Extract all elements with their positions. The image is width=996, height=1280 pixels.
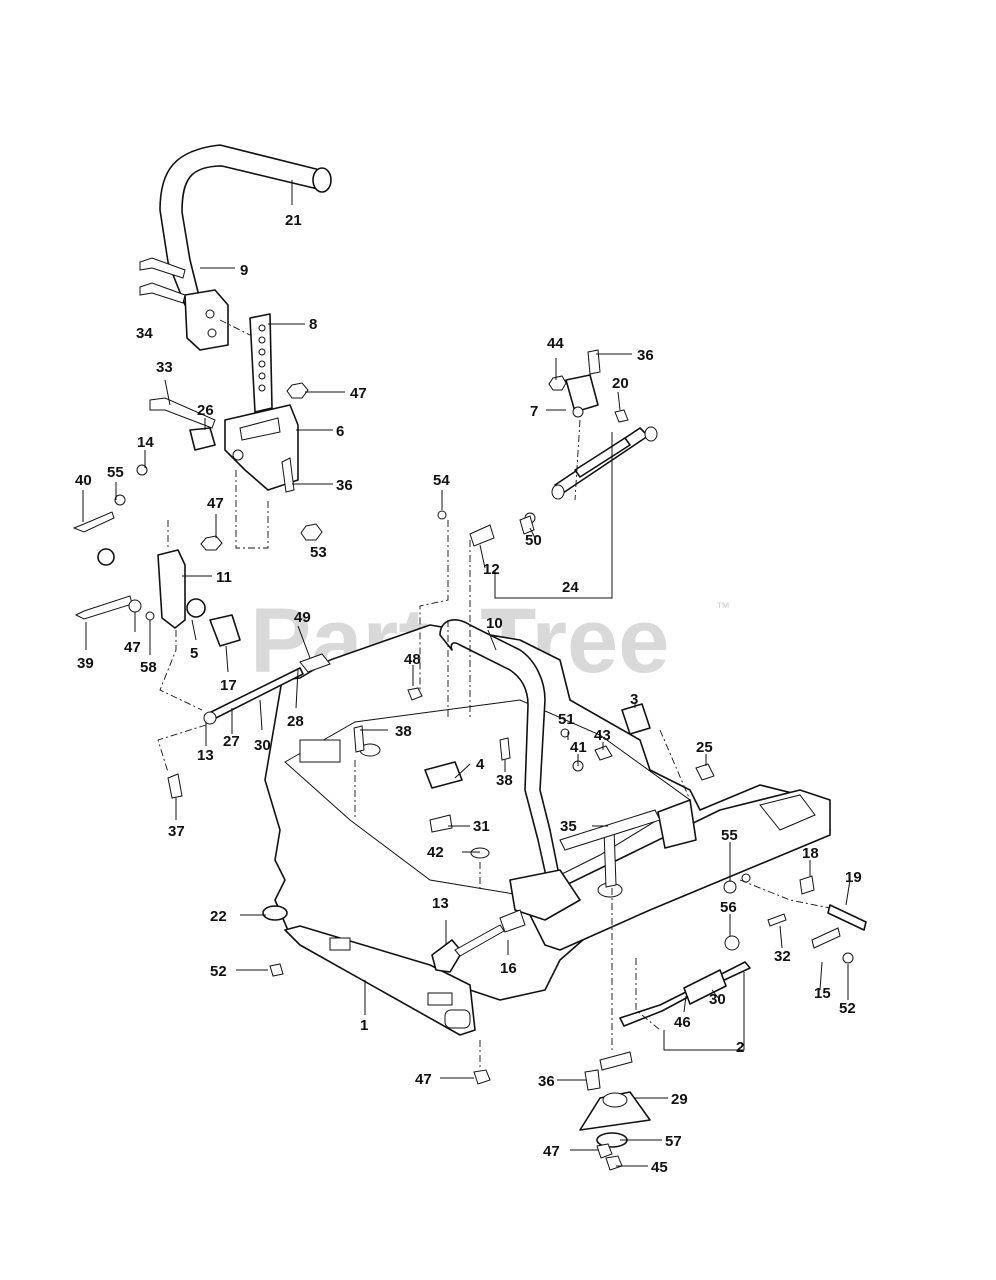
part-label-51: 51 (558, 711, 575, 728)
part-label-31: 31 (473, 818, 490, 835)
part-label-38-left: 38 (395, 723, 412, 740)
alignment-lines (157, 319, 831, 1070)
part-label-55-right: 55 (721, 827, 738, 844)
part-label-47-right: 47 (543, 1143, 560, 1160)
part-label-47-left: 47 (124, 639, 141, 656)
part-label-45: 45 (651, 1159, 668, 1176)
part-label-26: 26 (197, 402, 214, 419)
part-label-42: 42 (427, 844, 444, 861)
part-label-36-bottom: 36 (538, 1073, 555, 1090)
part-label-33: 33 (156, 359, 173, 376)
part-label-15: 15 (814, 985, 831, 1002)
part-label-47-mid: 47 (207, 495, 224, 512)
part-label-17: 17 (220, 677, 237, 694)
part-label-30-right: 30 (709, 991, 726, 1008)
part-label-37: 37 (168, 823, 185, 840)
part-label-35: 35 (560, 818, 577, 835)
part-label-56: 56 (720, 899, 737, 916)
damper-drawing (437, 349, 658, 547)
leader-lines (82, 180, 851, 1167)
part-label-11: 11 (216, 569, 232, 586)
part-label-1: 1 (360, 1017, 368, 1034)
frame-drawing (264, 624, 831, 1036)
part-label-48: 48 (404, 651, 421, 668)
part-label-29: 29 (671, 1091, 688, 1108)
part-label-47-top: 47 (350, 385, 367, 402)
part-label-38-right: 38 (496, 772, 513, 789)
part-label-16: 16 (500, 960, 517, 977)
part-label-41: 41 (570, 739, 587, 756)
right-hardware-drawing (262, 687, 867, 1171)
part-label-12: 12 (483, 561, 500, 578)
handle-drawing (72, 144, 332, 799)
part-label-55-left: 55 (107, 464, 124, 481)
part-label-13-center: 13 (432, 895, 449, 912)
part-label-6: 6 (336, 423, 344, 440)
part-label-58: 58 (140, 659, 157, 676)
part-label-25: 25 (696, 739, 713, 756)
part-label-39: 39 (77, 655, 94, 672)
part-label-30-left: 30 (254, 737, 271, 754)
part-label-36-top: 36 (637, 347, 654, 364)
part-label-57: 57 (665, 1133, 682, 1150)
part-label-14: 14 (137, 434, 154, 451)
part-label-24: 24 (562, 579, 579, 596)
part-label-52-right: 52 (839, 1000, 856, 1017)
part-label-3: 3 (630, 691, 638, 708)
part-label-22: 22 (210, 908, 227, 925)
part-label-44: 44 (547, 335, 564, 352)
part-label-49: 49 (294, 609, 311, 626)
part-label-9: 9 (240, 262, 248, 279)
part-label-53: 53 (310, 544, 327, 561)
part-labels: 21 9 34 8 47 33 26 6 14 40 55 36 47 53 1… (75, 212, 862, 1176)
part-label-7: 7 (530, 403, 538, 420)
part-label-18: 18 (802, 845, 819, 862)
part-label-4: 4 (476, 756, 485, 773)
part-label-34: 34 (136, 325, 153, 342)
part-label-21: 21 (285, 212, 302, 229)
part-label-13-left: 13 (197, 747, 214, 764)
part-label-28: 28 (287, 713, 304, 730)
part-label-19: 19 (845, 869, 862, 886)
part-label-54: 54 (433, 472, 450, 489)
part-label-36-mid: 36 (336, 477, 353, 494)
part-label-27: 27 (223, 733, 240, 750)
part-label-5: 5 (190, 645, 198, 662)
part-label-43: 43 (594, 727, 611, 744)
lever-drawing (431, 619, 581, 973)
part-label-32: 32 (774, 948, 791, 965)
part-label-8: 8 (309, 316, 317, 333)
part-label-40: 40 (75, 472, 92, 489)
watermark-trademark: ™ (716, 599, 730, 615)
part-label-2: 2 (736, 1039, 744, 1056)
part-label-46: 46 (674, 1014, 691, 1031)
part-label-20: 20 (612, 375, 629, 392)
part-label-10: 10 (486, 615, 503, 632)
part-label-50: 50 (525, 532, 542, 549)
part-label-47-bottom: 47 (415, 1071, 432, 1088)
part-label-52-left: 52 (210, 963, 227, 980)
